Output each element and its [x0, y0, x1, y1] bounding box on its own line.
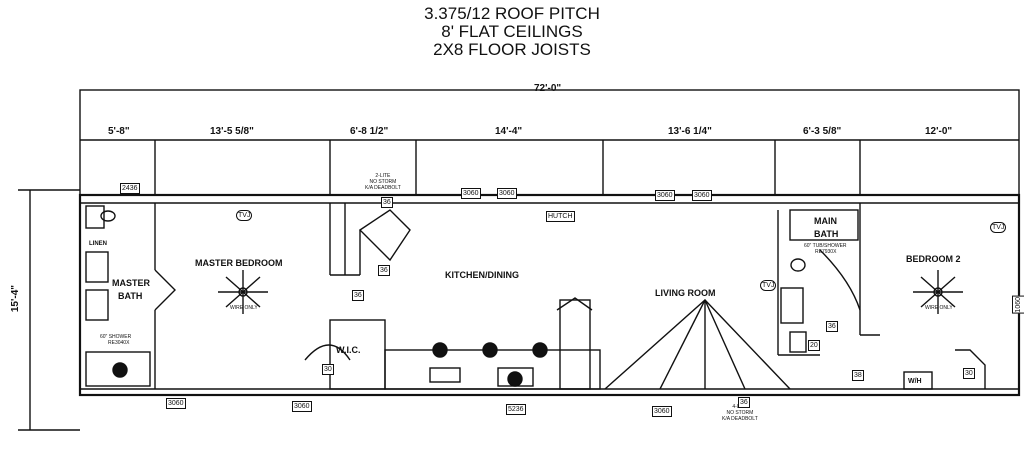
master-drain [112, 362, 128, 378]
main-bath-label-1: MAIN [814, 216, 837, 226]
window-tag: 3060 [655, 190, 675, 201]
tvj-icon: TVJ [760, 280, 777, 291]
window-tag: 3060 [692, 190, 712, 201]
front-door-note: 2-LITE NO STORM K/A DEADBOLT [365, 173, 401, 191]
door-tag: 36 [738, 397, 750, 408]
door-tag: 36 [378, 265, 390, 276]
door-tag: 20 [808, 340, 820, 351]
master-shower-note: 60" SHOWER [100, 334, 132, 340]
roof-pitch-note: 3.375/12 ROOF PITCH [424, 4, 600, 23]
overall-width: 15'-4" [10, 285, 21, 313]
door-tag: 36 [381, 197, 393, 208]
main-tub [789, 209, 859, 241]
wic-label: W.I.C. [336, 345, 361, 355]
segment-dim: 5'-8" [108, 126, 130, 137]
master-shower [85, 351, 151, 387]
segment-dim: 6'-3 5/8" [803, 126, 842, 137]
master-toilet [85, 205, 105, 229]
bedroom2-label: BEDROOM 2 [906, 254, 961, 264]
water-heater [903, 371, 933, 390]
segment-dim: 6'-8 1/2" [350, 126, 389, 137]
overall-length: 72'-0" [534, 83, 562, 94]
door-tag: 36 [352, 290, 364, 301]
hutch-label: HUTCH [546, 211, 575, 222]
window-tag: 3060 [166, 398, 186, 409]
window-tag: 1060 [1012, 296, 1024, 314]
main-bath-label-2: BATH [814, 229, 839, 239]
tvj-icon: TVJ [236, 210, 253, 221]
dimension-frame [79, 89, 1020, 196]
kitchen-label: KITCHEN/DINING [445, 270, 519, 280]
bedroom2-fan [913, 270, 963, 314]
window-tag: 5236 [506, 404, 526, 415]
master-bath-label-2: BATH [118, 291, 143, 301]
master-sink [85, 251, 109, 283]
master-bath-label-1: MASTER [112, 278, 150, 288]
segment-dim: 12'-0" [925, 126, 953, 137]
main-tub-model: RE7930X [815, 249, 837, 255]
segment-dim: 14'-4" [495, 126, 523, 137]
master-shower-model: RE3040X [108, 340, 130, 346]
linen-label: LINEN [89, 241, 107, 247]
bedroom2-fan-note: WIRE ONLY [925, 305, 953, 311]
exterior-wall [78, 193, 1021, 397]
window-tag: 3060 [292, 401, 312, 412]
window-tag: 3060 [497, 188, 517, 199]
door-tag: 30 [322, 364, 334, 375]
window-tag: 2436 [120, 183, 140, 194]
segment-dim: 13'-5 5/8" [210, 126, 254, 137]
window-tag: 3060 [461, 188, 481, 199]
segment-dim: 13'-6 1/4" [668, 126, 712, 137]
water-heater-label: W/H [908, 378, 922, 385]
ceiling-note: 8' FLAT CEILINGS [441, 22, 583, 41]
main-tub-note: 60" TUB/SHOWER [804, 243, 847, 249]
living-room-label: LIVING ROOM [655, 288, 716, 298]
door-tag: 38 [852, 370, 864, 381]
door-tag: 36 [826, 321, 838, 332]
master-fan-note: WIRE ONLY [230, 305, 258, 311]
master-fan [218, 270, 268, 314]
master-bedroom-label: MASTER BEDROOM [195, 258, 283, 268]
window-tag: 3060 [652, 406, 672, 417]
joist-note: 2X8 FLOOR JOISTS [433, 40, 591, 59]
tvj-icon: TVJ [990, 222, 1007, 233]
door-tag: 30 [963, 368, 975, 379]
